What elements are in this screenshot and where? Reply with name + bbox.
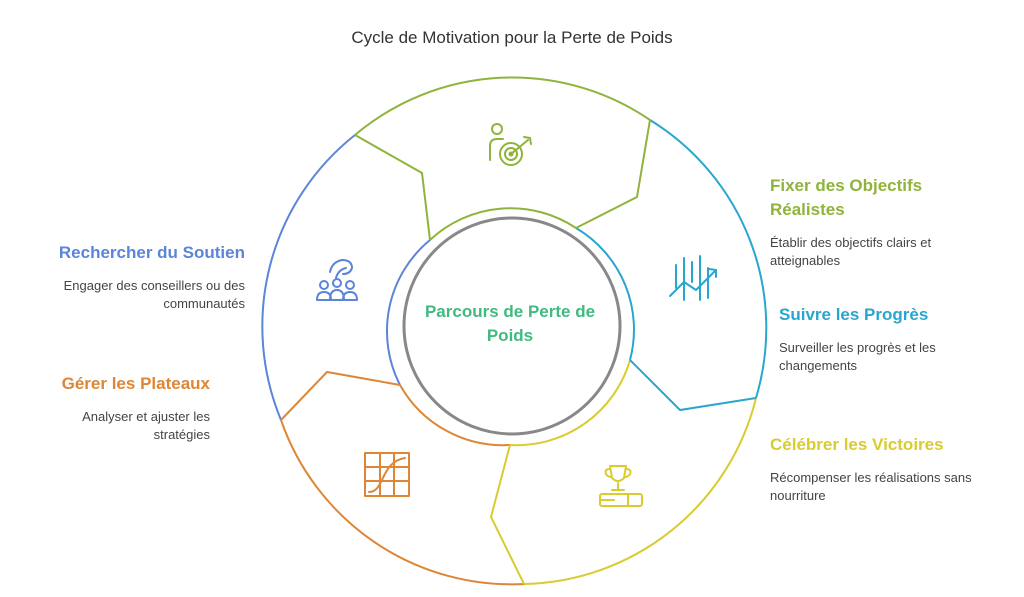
divider-green-blue xyxy=(575,119,651,229)
grid-curve-icon xyxy=(364,452,410,497)
heading-objectifs: Fixer des Objectifs Réalistes xyxy=(770,176,923,219)
divider-green-purple xyxy=(354,134,431,241)
label-soutien: Rechercher du Soutien Engager des consei… xyxy=(40,241,245,313)
growth-chart-icon xyxy=(669,255,717,301)
label-progres: Suivre les Progrès Surveiller les progrè… xyxy=(779,303,969,375)
inner-arc-purple xyxy=(386,239,431,386)
target-person-icon xyxy=(489,123,532,166)
heading-plateaux: Gérer les Plateaux xyxy=(61,374,210,393)
heading-soutien: Rechercher du Soutien xyxy=(58,243,245,262)
outer-arc-yellow xyxy=(523,397,757,585)
outer-arc-green xyxy=(354,76,651,136)
group-support-icon xyxy=(316,259,358,301)
heading-progres: Suivre les Progrès xyxy=(779,305,929,324)
outer-arc-purple xyxy=(261,134,356,421)
inner-arc-orange xyxy=(399,384,511,447)
desc-victoires: Récompenser les réalisations sans nourri… xyxy=(770,470,972,503)
trophy-icon xyxy=(599,465,643,507)
desc-plateaux: Analyser et ajuster les stratégies xyxy=(82,409,210,442)
center-label: Parcours de Perte de Poids xyxy=(424,302,596,345)
desc-progres: Surveiller les progrès et les changement… xyxy=(779,340,936,373)
outer-arc-orange xyxy=(280,419,525,586)
center-circle xyxy=(402,216,622,436)
divider-orange-purple xyxy=(280,370,401,421)
outer-arc-blue xyxy=(649,119,768,399)
divider-blue-yellow xyxy=(629,359,757,412)
inner-arc-green xyxy=(429,207,577,241)
desc-objectifs: Établir des objectifs clairs et atteigna… xyxy=(770,235,932,268)
divider-yellow-orange xyxy=(489,444,525,585)
label-objectifs: Fixer des Objectifs Réalistes Établir de… xyxy=(770,174,970,270)
diagram-title: Cycle de Motivation pour la Perte de Poi… xyxy=(351,28,673,47)
label-victoires: Célébrer les Victoires Récompenser les r… xyxy=(770,433,980,505)
label-plateaux: Gérer les Plateaux Analyser et ajuster l… xyxy=(40,372,210,444)
inner-arc-yellow xyxy=(509,359,631,447)
desc-soutien: Engager des conseillers ou des communaut… xyxy=(63,278,245,311)
inner-arc-blue xyxy=(575,227,635,361)
heading-victoires: Célébrer les Victoires xyxy=(770,435,944,454)
